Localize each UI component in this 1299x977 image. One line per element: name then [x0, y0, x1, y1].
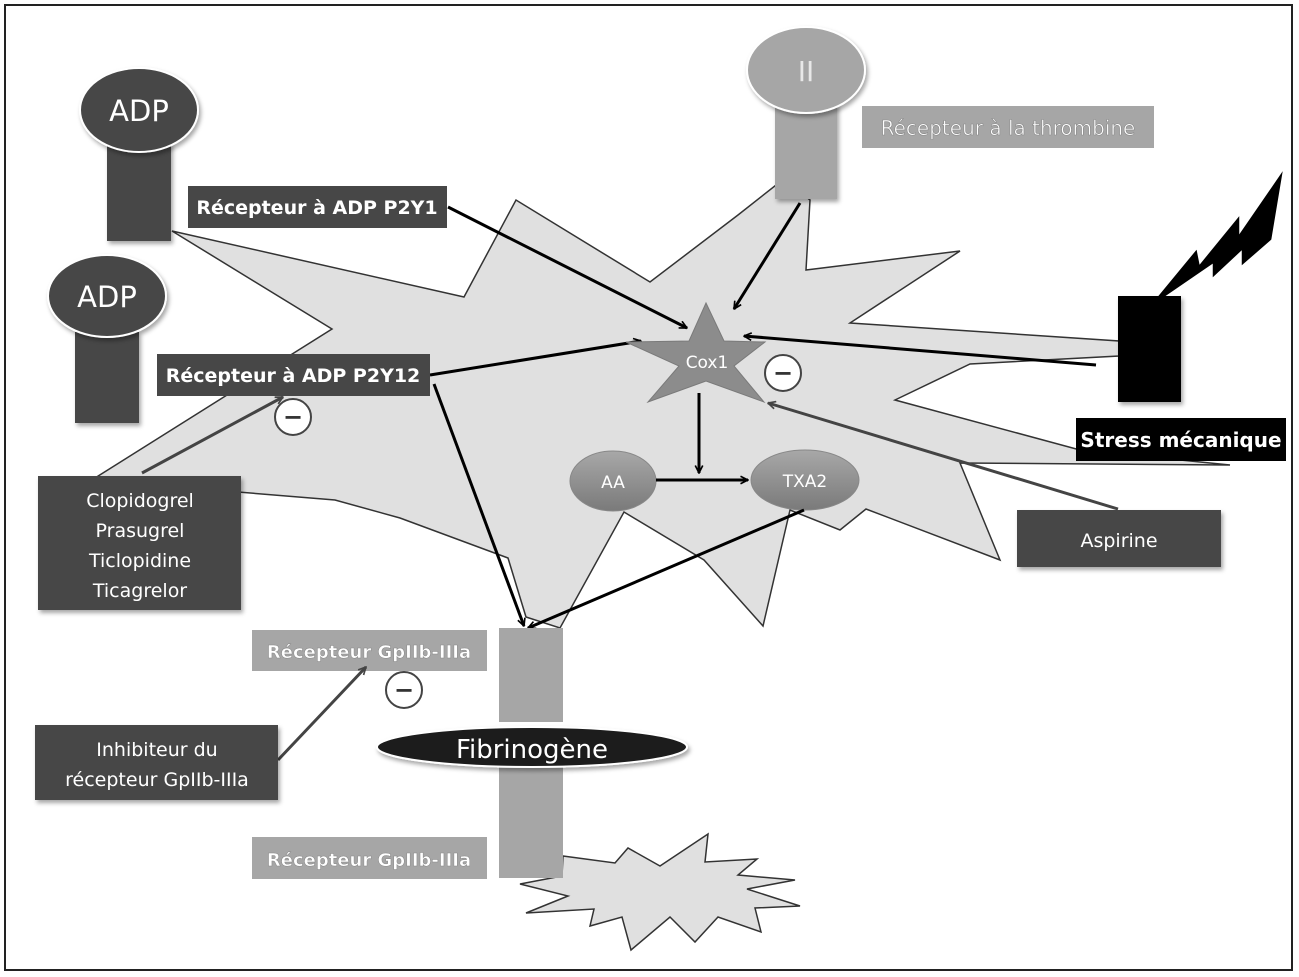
thrombin-ligand-label: II: [798, 55, 815, 88]
svg-text:−: −: [283, 403, 303, 431]
adp-p2y12-receptor: ADP: [47, 254, 167, 423]
inhibition-symbol-p2y12: −: [274, 398, 312, 436]
adp-ligand-top: [79, 67, 199, 153]
aspirin-label: Aspirine: [1080, 530, 1157, 552]
thrombin-receptor-label-box: [862, 106, 1154, 148]
arrow-aspirin-inhibits-cox1: [768, 403, 1119, 511]
inhibition-symbol-gp: −: [385, 671, 423, 709]
thrombin-ligand: [746, 26, 866, 114]
gp-inhibitor-line1: Inhibiteur du: [96, 739, 217, 761]
drug-clopidogrel: Clopidogrel: [86, 490, 194, 512]
arrow-gp-inhibitor: [276, 667, 366, 762]
gp-bottom-label-box: [252, 837, 487, 879]
cox1-label: Cox1: [686, 353, 729, 373]
gp-inhibitor-box: [35, 725, 278, 800]
thrombin-receptor: II: [746, 26, 866, 199]
stress-label-box: [1076, 418, 1286, 461]
p2y1-label: Récepteur à ADP P2Y1: [196, 197, 437, 219]
gp-receptor-upper: [499, 628, 563, 722]
arrow-thrombin-to-cox1: [732, 202, 802, 309]
p2y12-label-box: [157, 354, 430, 396]
drug-ticagrelor: Ticagrelor: [92, 580, 187, 602]
arrow-stress-to-cox1: [744, 336, 1097, 367]
adp-ligand-bottom: [47, 254, 167, 338]
fibrinogen-label: Fibrinogène: [456, 735, 608, 765]
arrow-p2y12-to-cox1: [429, 341, 641, 377]
adp-top-label: ADP: [109, 94, 169, 128]
drug-prasugrel: Prasugrel: [96, 520, 185, 542]
adp-bottom-label: ADP: [77, 280, 137, 314]
p2y12-inhibitors-box: [38, 476, 241, 610]
p2y1-receptor-stalk: [107, 143, 171, 241]
stress-label: Stress mécanique: [1080, 428, 1281, 452]
p2y12-label: Récepteur à ADP P2Y12: [166, 365, 421, 387]
arrow-txa2-to-gp: [528, 508, 805, 630]
gp-receptor-lower: [499, 762, 563, 878]
gp-bottom-label: Récepteur GpIIb-IIIa: [267, 850, 471, 871]
svg-text:−: −: [773, 359, 793, 387]
p2y1-label-box: [188, 186, 447, 228]
gp-inhibitor-line2: récepteur GpIIb-IIIa: [65, 769, 249, 791]
gp-top-label-box: [252, 630, 487, 671]
aa-label: AA: [601, 473, 625, 493]
adp-p2y1-receptor: ADP: [79, 67, 199, 241]
lightning-bolt-icon: [1144, 167, 1285, 312]
p2y12-receptor-stalk: [75, 332, 139, 423]
fibrinogen-node: [376, 726, 688, 768]
aspirin-box: [1017, 510, 1221, 567]
drug-ticlopidine: Ticlopidine: [88, 550, 191, 572]
thrombin-receptor-stalk: [775, 103, 837, 199]
stress-receptor-block: [1118, 296, 1181, 402]
gp-top-label: Récepteur GpIIb-IIIa: [267, 642, 471, 663]
thrombin-receptor-label: Récepteur à la thrombine: [881, 116, 1136, 140]
arrow-thienopyridines-inhibit-p2y12: [141, 395, 283, 475]
activated-platelet-fragment: [519, 832, 801, 952]
inhibition-symbol-cox1: −: [764, 354, 802, 392]
txa2-label: TXA2: [782, 472, 827, 492]
txa2-node: [750, 449, 860, 511]
svg-text:−: −: [394, 676, 414, 704]
arrow-p2y12-to-gp: [432, 383, 524, 626]
arrow-p2y1-to-cox1: [447, 205, 687, 330]
cox1-enzyme-star: [625, 301, 767, 404]
